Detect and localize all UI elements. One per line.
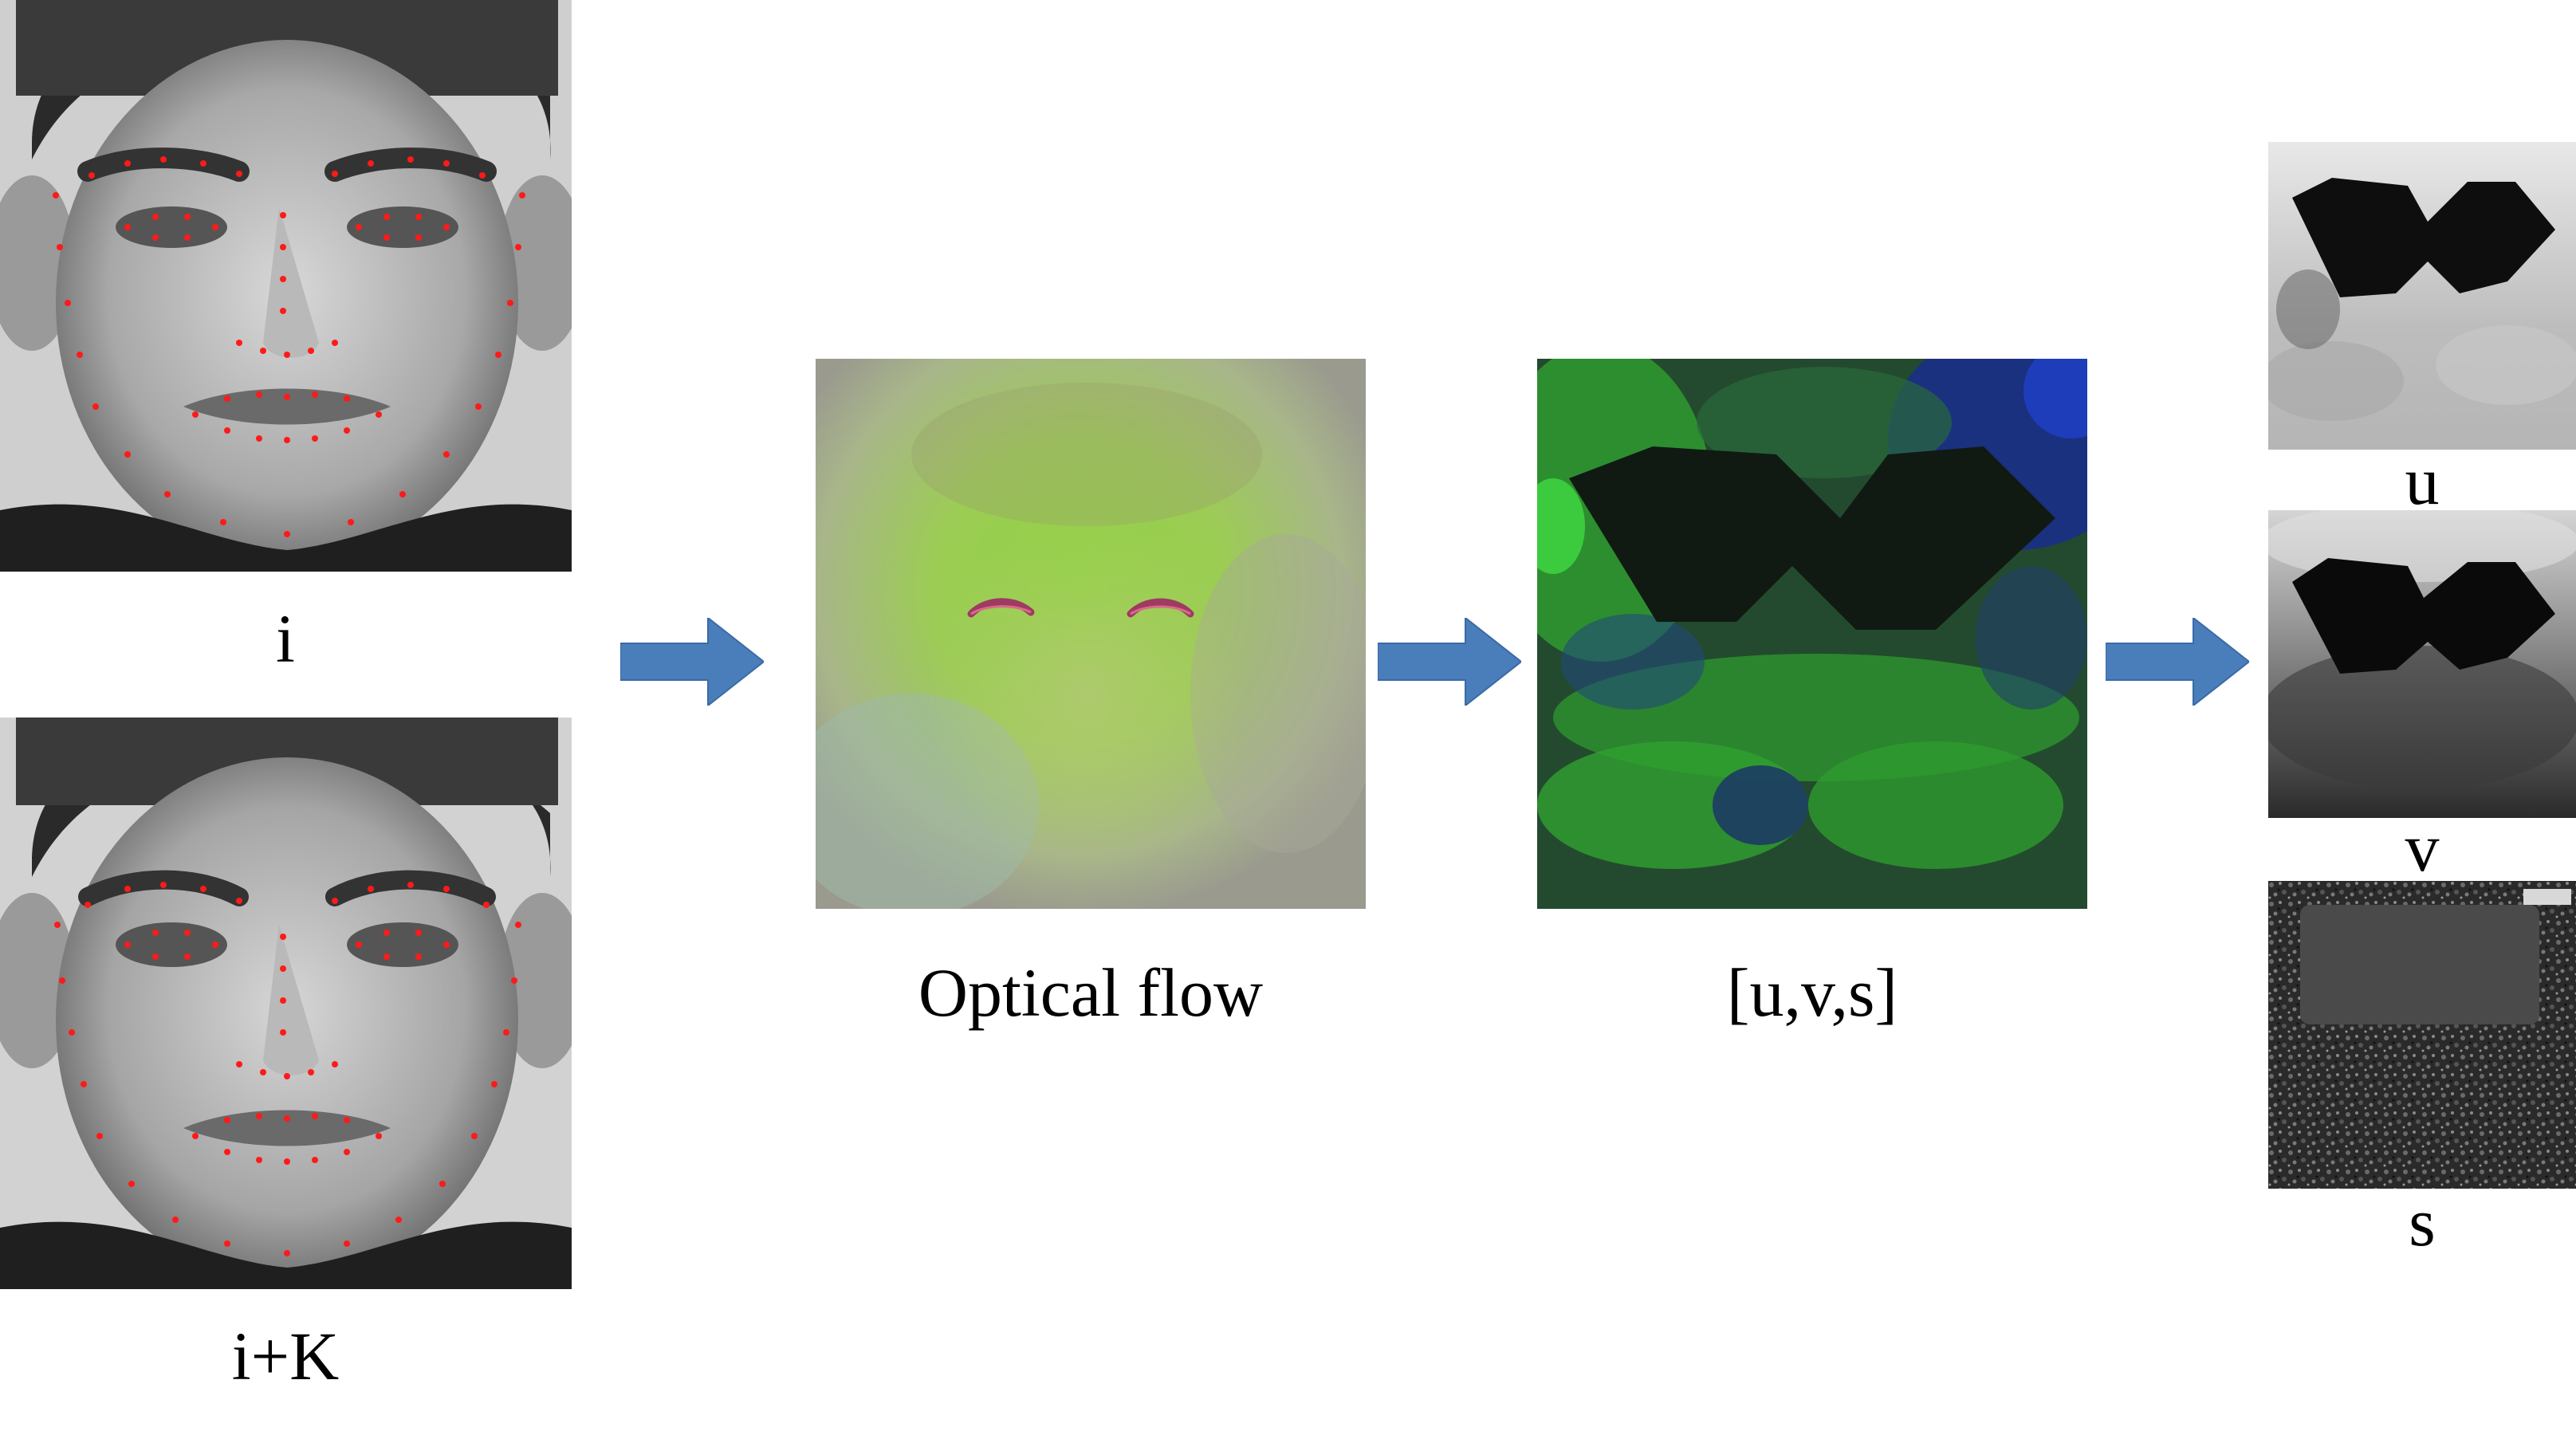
face-frame-i (0, 0, 572, 572)
face-image-i-plus-k (0, 718, 572, 1289)
arrow-right-icon (2106, 618, 2249, 706)
channel-s-image (2268, 881, 2576, 1189)
channel-v-image (2268, 510, 2576, 818)
channel-u-image (2268, 142, 2576, 450)
optical-flow-label: Optical flow (918, 954, 1264, 1031)
frame-i-plus-k-label: i+K (231, 1318, 340, 1394)
face-image-i (0, 0, 572, 572)
face-frame-i-plus-k (0, 718, 572, 1289)
arrow-right-icon (1378, 618, 1521, 706)
frame-i-label: i (276, 600, 295, 677)
channel-v-label: v (2405, 809, 2440, 886)
uvs-stack-image (1537, 359, 2087, 909)
channel-s-label: s (2409, 1184, 2436, 1260)
optical-flow-image (816, 359, 1366, 909)
channel-u-label: u (2405, 442, 2440, 519)
uvs-stack-label: [u,v,s] (1726, 954, 1898, 1031)
arrow-right-icon (620, 618, 764, 706)
